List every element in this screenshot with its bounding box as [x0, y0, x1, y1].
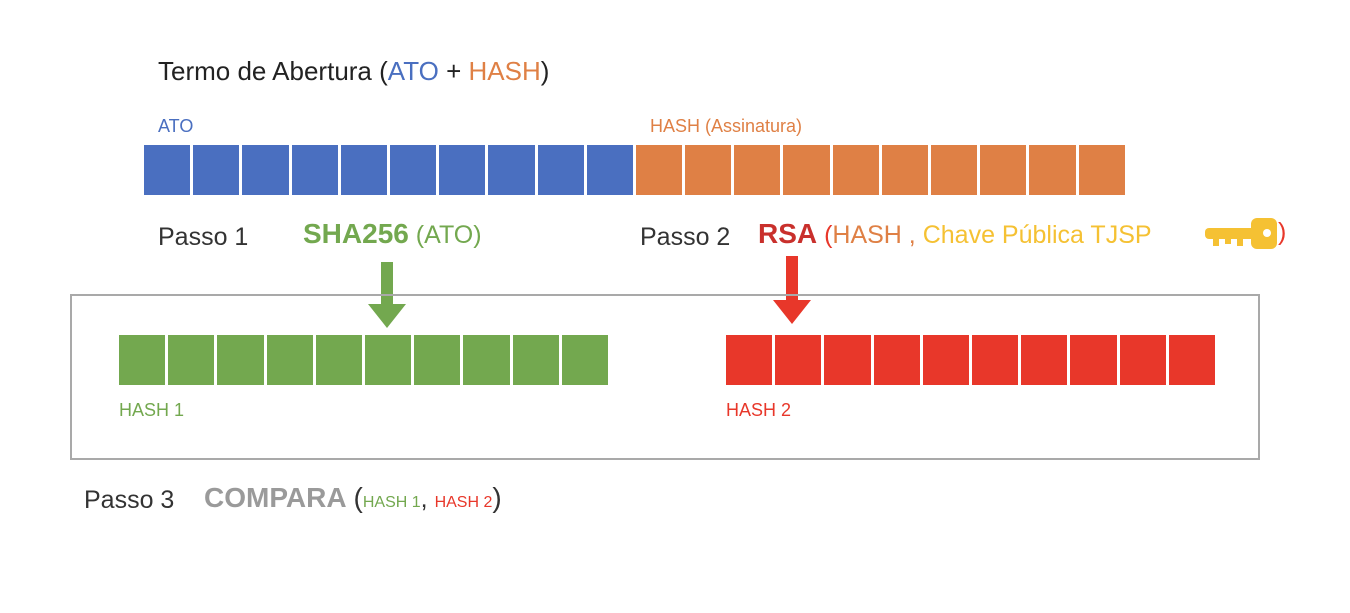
hash2-block [971, 335, 1022, 385]
step1-formula: SHA256 (ATO) [303, 218, 482, 250]
hash-block [685, 145, 735, 195]
hash2-block [775, 335, 825, 385]
compara-open-paren: ( [353, 482, 363, 513]
hash-block [734, 145, 784, 195]
hash2-label: HASH 2 [726, 400, 792, 420]
hash1-label: HASH 1 [119, 400, 185, 420]
hash1-strip [119, 335, 611, 385]
step3-label: Passo 3 [84, 486, 175, 514]
ato-block [242, 145, 292, 195]
sha256-function: SHA256 [303, 218, 409, 249]
hash1-block [414, 335, 464, 385]
hash2-block [1119, 335, 1169, 385]
hash1-block [364, 335, 415, 385]
document-strip [144, 145, 1128, 195]
ato-block [389, 145, 440, 195]
rsa-function: RSA [758, 218, 818, 249]
step3-formula: COMPARA (HASH 1, HASH 2) [204, 482, 502, 514]
hash1-block [119, 335, 169, 385]
compara-function: COMPARA [204, 482, 347, 513]
hash1-block [463, 335, 513, 385]
hash2-block [1021, 335, 1071, 385]
ato-segment [144, 145, 636, 195]
hash2-block [824, 335, 874, 385]
comparison-box [70, 294, 1260, 460]
title-plus: + [438, 56, 469, 86]
ato-label: ATO [158, 116, 194, 136]
ato-block [537, 145, 587, 195]
rsa-arg-hash: HASH , [832, 221, 916, 249]
compara-close-paren: ) [492, 482, 502, 513]
hash-assinatura-label: HASH (Assinatura) [650, 116, 803, 136]
hash2-block [922, 335, 972, 385]
hash-block [1078, 145, 1128, 195]
title-text: Termo de Abertura ( [158, 56, 388, 86]
ato-block [340, 145, 390, 195]
hash-segment [635, 145, 1128, 195]
hash2-strip [726, 335, 1218, 385]
hash1-block [512, 335, 562, 385]
hash1-block [315, 335, 365, 385]
compara-arg-hash1: HASH 1 [362, 494, 421, 511]
hash2-block [873, 335, 923, 385]
compara-comma: , [420, 485, 428, 513]
hash-block [635, 145, 686, 195]
ato-block [193, 145, 243, 195]
step2-formula: RSA (HASH , Chave Pública TJSP [758, 218, 1152, 250]
hash1-block [217, 335, 267, 385]
rsa-open-paren: ( [824, 221, 833, 249]
ato-block [144, 145, 194, 195]
hash2-block [1070, 335, 1120, 385]
hash-block [1029, 145, 1079, 195]
step2-label: Passo 2 [640, 223, 731, 251]
title-close: ) [540, 56, 550, 86]
ato-block [586, 145, 636, 195]
hash2-block [726, 335, 776, 385]
hash-block [980, 145, 1030, 195]
key-icon [1205, 218, 1277, 249]
rsa-arg-key: Chave Pública TJSP [922, 221, 1152, 249]
hash-block [832, 145, 882, 195]
hash-block [931, 145, 981, 195]
diagram-title: Termo de Abertura (ATO + HASH) [158, 56, 549, 87]
hash-block [881, 145, 931, 195]
title-hash: HASH [468, 56, 541, 86]
ato-block [439, 145, 489, 195]
down-arrow-icon [773, 256, 811, 324]
ato-block [291, 145, 341, 195]
hash1-block [168, 335, 218, 385]
hash1-block [561, 335, 611, 385]
sha256-argument: (ATO) [415, 221, 482, 249]
compara-arg-hash2: HASH 2 [434, 494, 493, 511]
rsa-close-paren: ) [1278, 218, 1287, 246]
ato-block [488, 145, 538, 195]
hash2-block [1168, 335, 1218, 385]
step1-label: Passo 1 [158, 223, 249, 251]
hash-block [783, 145, 833, 195]
title-ato: ATO [387, 56, 439, 86]
hash1-block [266, 335, 316, 385]
